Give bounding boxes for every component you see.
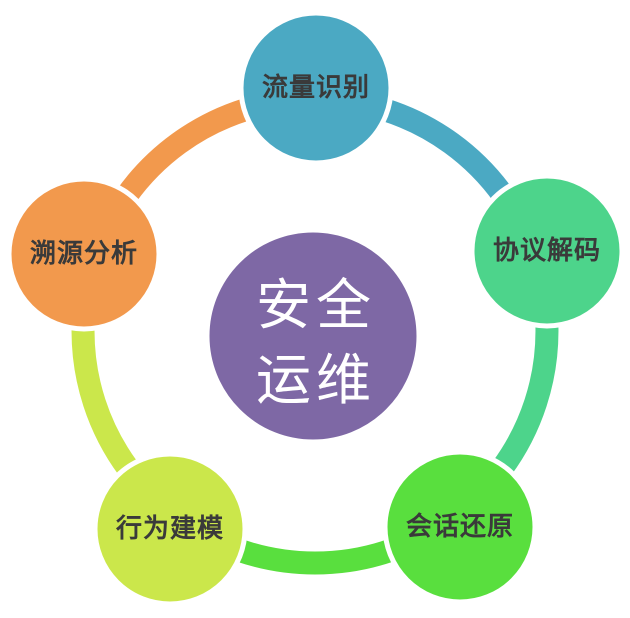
node-label-traffic-identification: 流量识别 bbox=[262, 73, 370, 103]
node-circle-traceability-analysis bbox=[6, 176, 162, 332]
node-label-traceability-analysis: 溯源分析 bbox=[30, 239, 138, 269]
node-label-protocol-decoding: 协议解码 bbox=[493, 236, 601, 266]
center-hub-circle bbox=[204, 227, 422, 445]
node-traffic-identification: 流量识别 bbox=[238, 10, 394, 166]
center-hub-label-line2: 运维 bbox=[256, 348, 376, 412]
node-session-restoration: 会话还原 bbox=[382, 449, 538, 605]
node-behavior-modeling: 行为建模 bbox=[92, 451, 248, 607]
center-hub-label-line1: 安全 bbox=[256, 273, 376, 337]
node-label-session-restoration: 会话还原 bbox=[406, 512, 514, 542]
node-circle-session-restoration bbox=[382, 449, 538, 605]
node-traceability-analysis: 溯源分析 bbox=[6, 176, 162, 332]
center-hub: 安全 运维 bbox=[204, 227, 422, 445]
node-protocol-decoding: 协议解码 bbox=[469, 173, 625, 329]
node-circle-protocol-decoding bbox=[469, 173, 625, 329]
node-circle-behavior-modeling bbox=[92, 451, 248, 607]
node-label-behavior-modeling: 行为建模 bbox=[115, 513, 224, 544]
node-circle-traffic-identification bbox=[238, 10, 394, 166]
